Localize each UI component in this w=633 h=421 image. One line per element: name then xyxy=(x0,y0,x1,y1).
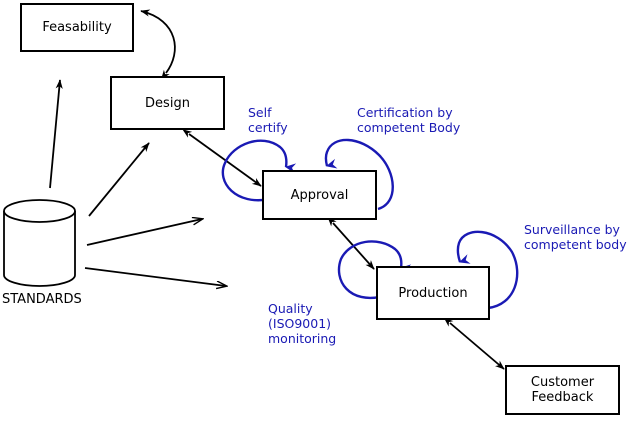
connector-standards-approval xyxy=(86,219,202,246)
annotation-quality-iso9001-monitoring: Quality (ISO9001) monitoring xyxy=(268,301,337,346)
connector-design-approval xyxy=(182,129,262,187)
connector-standards-feasability xyxy=(49,79,63,189)
node-production[interactable]: Production xyxy=(376,266,490,320)
connector-production-customerfeedback xyxy=(443,317,505,370)
node-approval-label: Approval xyxy=(290,187,349,203)
annotation-surveillance-by-competent-body: Surveillance by competent body xyxy=(524,222,627,252)
node-feasability[interactable]: Feasability xyxy=(20,3,134,52)
node-customer-feedback[interactable]: Customer Feedback xyxy=(505,365,620,415)
node-production-label: Production xyxy=(398,285,468,301)
connector-standards-design xyxy=(88,142,150,217)
data-store-standards xyxy=(0,196,82,294)
connector-standards-production xyxy=(84,267,226,286)
loop-surveillance-competent-body xyxy=(456,230,519,310)
node-design-label: Design xyxy=(145,95,190,111)
data-store-standards-label: STANDARDS xyxy=(2,292,82,307)
annotation-self-certify: Self certify xyxy=(248,105,288,135)
node-approval[interactable]: Approval xyxy=(262,170,377,220)
loop-self-certify xyxy=(221,139,297,202)
loop-quality-iso9001-monitoring xyxy=(337,240,412,299)
annotation-certification-by-competent-body: Certification by competent Body xyxy=(357,105,461,135)
node-feasability-label: Feasability xyxy=(42,20,112,35)
node-design[interactable]: Design xyxy=(110,76,225,130)
node-customer-feedback-label: Customer Feedback xyxy=(530,375,595,405)
loop-certification-competent-body xyxy=(324,138,394,211)
connector-design-feasability xyxy=(140,9,176,80)
